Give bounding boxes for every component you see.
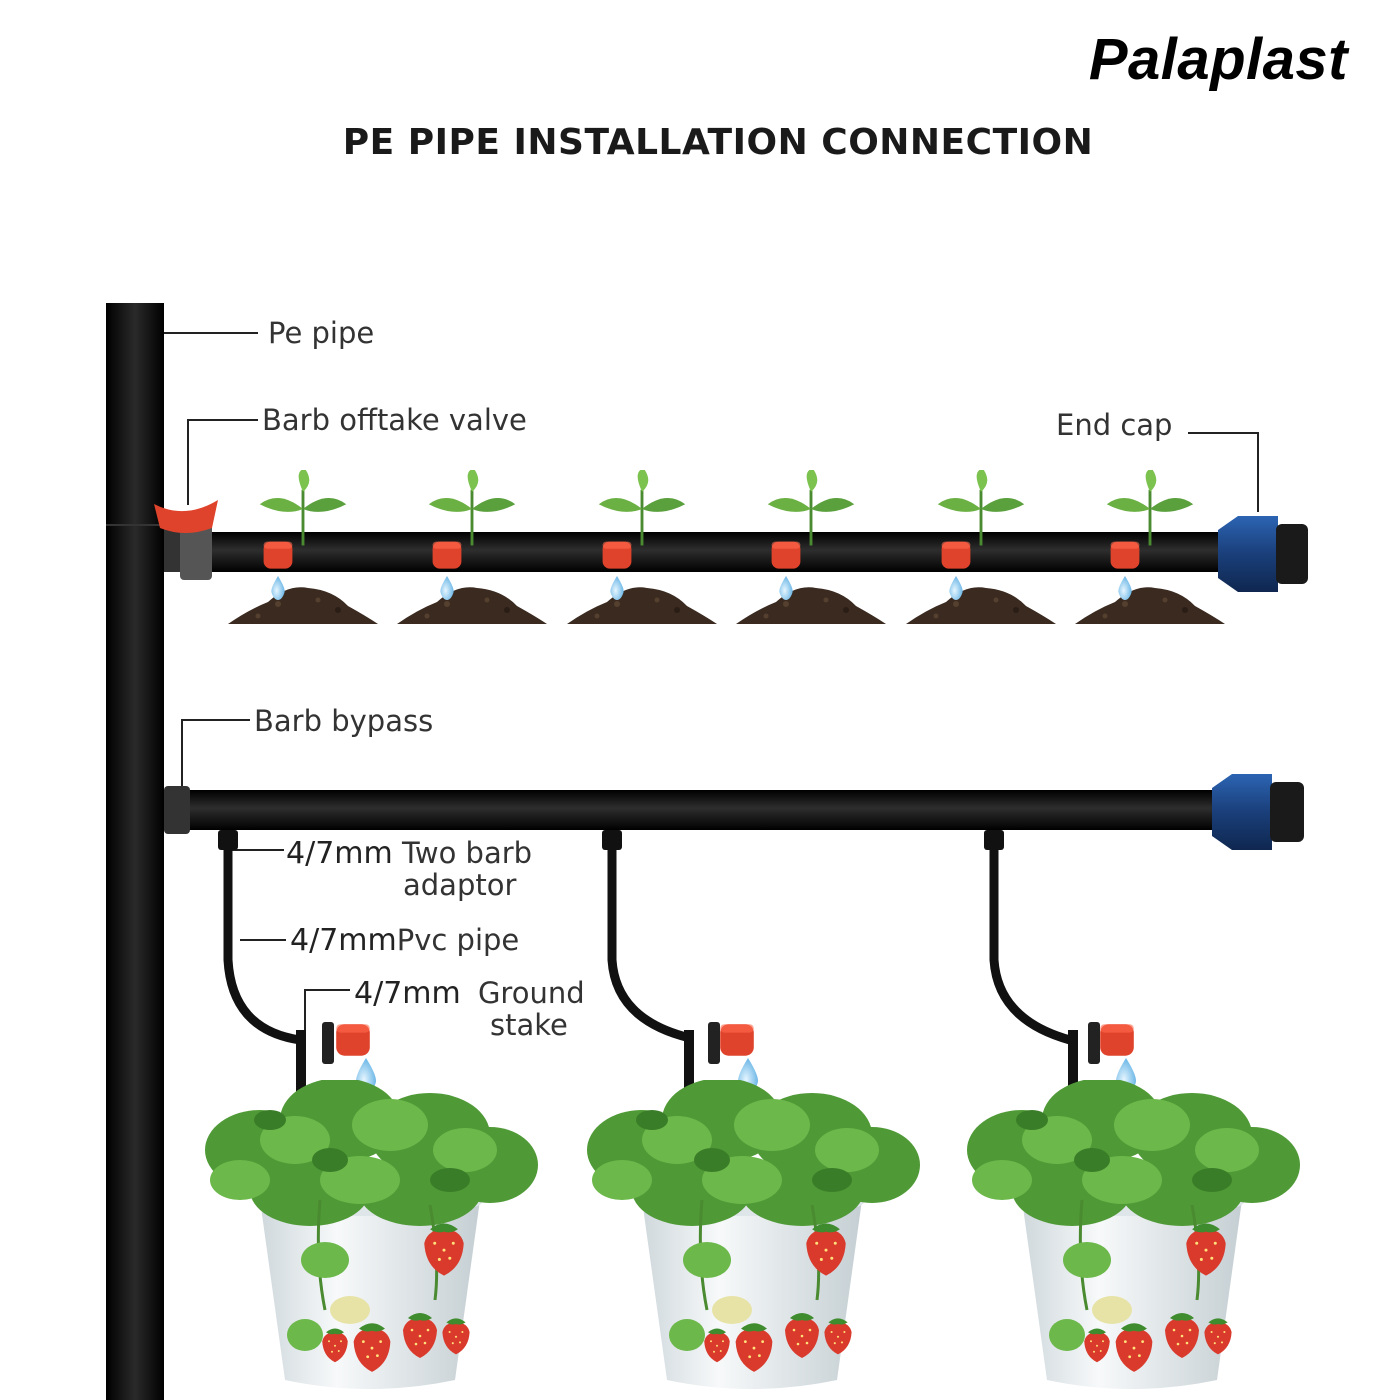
label-two-barb-adaptor: 4/7mm Two barb adaptor — [286, 838, 532, 900]
hanging-pot-icon — [205, 1078, 1300, 1389]
stake-size: 4/7mm — [354, 976, 461, 1011]
pvc-tubes — [223, 836, 1072, 1045]
barb-offtake-valve — [154, 500, 218, 580]
two-barb-line1: Two barb — [401, 836, 533, 870]
label-ground-stake: 4/7mm Ground stake — [354, 978, 585, 1040]
label-pe-pipe: Pe pipe — [268, 316, 375, 350]
stake-line2: stake — [490, 1007, 568, 1042]
label-barb-offtake-valve: Barb offtake valve — [262, 403, 527, 437]
barb-bypass — [164, 786, 190, 834]
two-barb-size: 4/7mm — [286, 836, 393, 871]
pe-pipe — [106, 303, 164, 1400]
brand-logo: Palaplast — [1088, 27, 1348, 92]
label-end-cap: End cap — [1056, 408, 1173, 442]
diagram-title: PE PIPE INSTALLATION CONNECTION — [342, 122, 1094, 163]
pvc-text: Pvc pipe — [396, 923, 520, 957]
two-barb-adaptors — [218, 830, 1004, 850]
stake-line1: Ground — [477, 976, 585, 1010]
label-pvc-pipe: 4/7mmPvc pipe — [290, 925, 519, 957]
end-cap-upper — [1218, 516, 1308, 592]
ground-stakes — [296, 1022, 1136, 1120]
end-cap-lower — [1212, 774, 1304, 850]
label-barb-bypass: Barb bypass — [254, 704, 434, 738]
soil-mound — [228, 587, 1225, 624]
branch-pipe-upper — [200, 532, 1230, 572]
branch-pipe-lower — [164, 790, 1224, 830]
two-barb-line2: adaptor — [403, 867, 517, 902]
pvc-size: 4/7mm — [290, 923, 397, 958]
